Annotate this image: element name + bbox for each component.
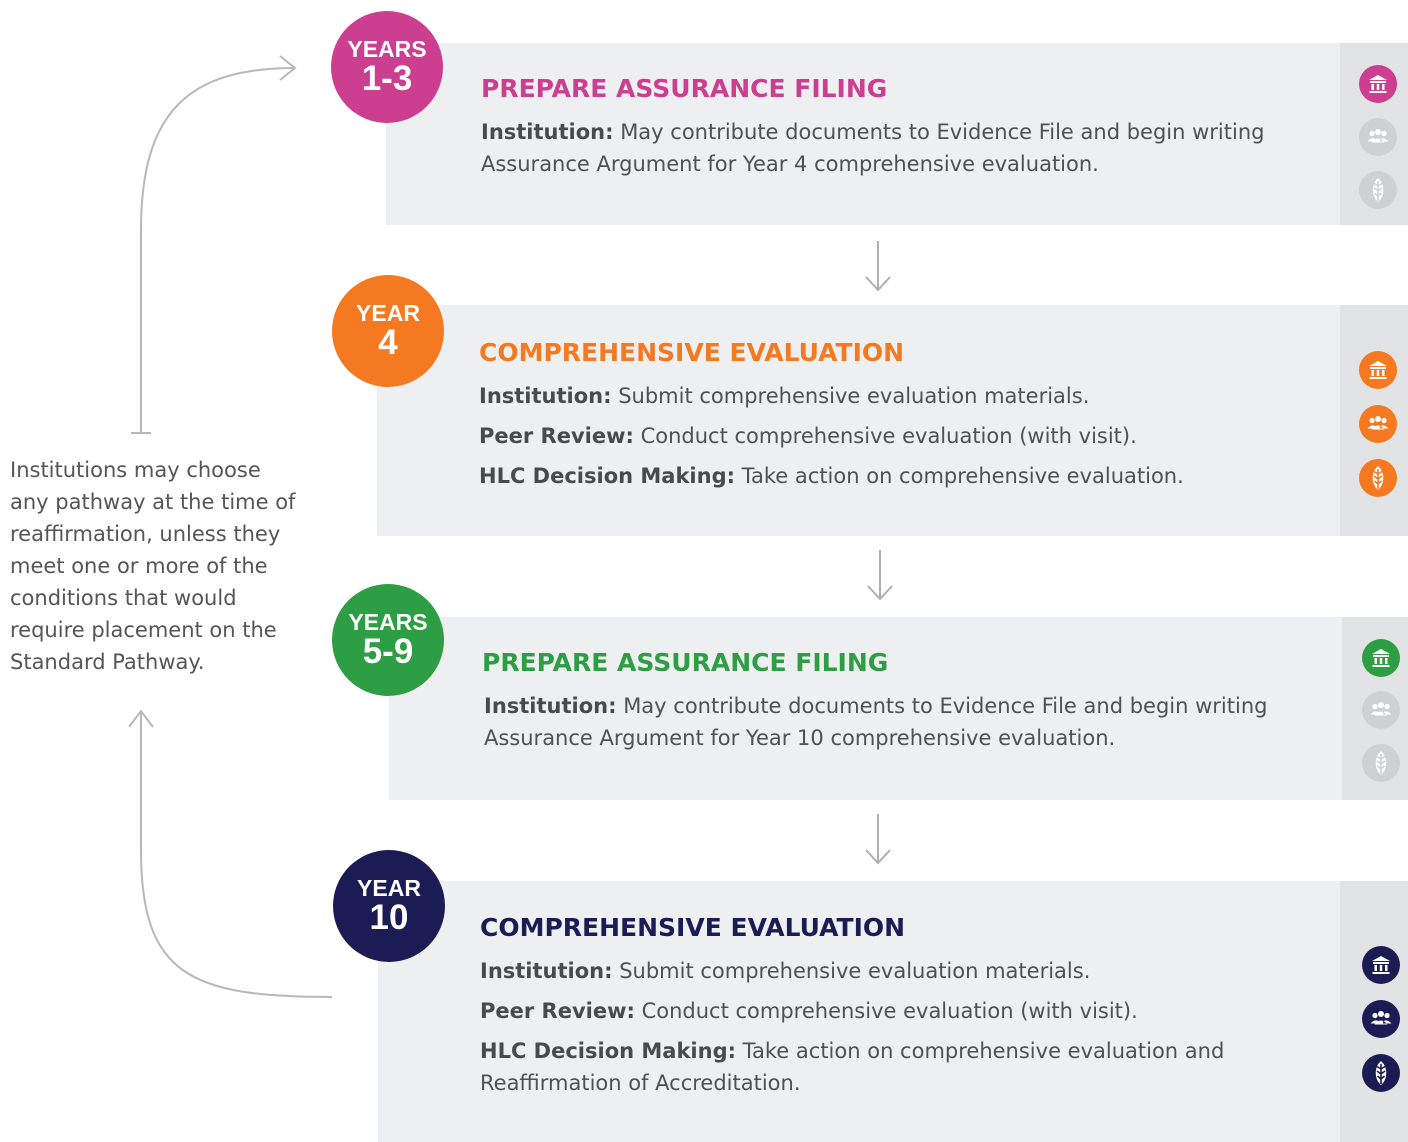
side-note: Institutions may choose any pathway at t… xyxy=(10,458,296,674)
year-badge: YEAR 4 xyxy=(332,275,444,387)
stage-line: Institution: Submit comprehensive evalua… xyxy=(479,380,1289,412)
decision-making-icon xyxy=(1362,744,1400,782)
peer-review-icon xyxy=(1362,691,1400,729)
stage-line: HLC Decision Making: Take action on comp… xyxy=(480,1035,1280,1099)
year-badge-number: 5-9 xyxy=(362,632,414,671)
stage-line: Peer Review: Conduct comprehensive evalu… xyxy=(479,420,1289,452)
line-label: HLC Decision Making: xyxy=(480,1039,736,1063)
year-badge: YEAR 10 xyxy=(333,850,445,962)
stage-title: COMPREHENSIVE EVALUATION xyxy=(480,913,906,942)
line-text: Submit comprehensive evaluation material… xyxy=(612,959,1091,983)
line-text: Submit comprehensive evaluation material… xyxy=(611,384,1090,408)
loop-lower-curve xyxy=(140,713,333,998)
stage-title: PREPARE ASSURANCE FILING xyxy=(481,74,888,103)
year-badge: YEARS 5-9 xyxy=(332,584,444,696)
institution-icon xyxy=(1359,351,1397,389)
line-text: Take action on comprehensive evaluation … xyxy=(480,1039,1225,1095)
line-text: Take action on comprehensive evaluation. xyxy=(735,464,1184,488)
stage-line: Institution: Submit comprehensive evalua… xyxy=(480,955,1280,987)
stage-title: PREPARE ASSURANCE FILING xyxy=(482,648,889,677)
line-text: May contribute documents to Evidence Fil… xyxy=(484,694,1268,750)
line-label: Institution: xyxy=(479,384,612,408)
year-badge-label: YEAR xyxy=(357,875,421,901)
year-badge-number: 4 xyxy=(378,323,398,362)
stage-panel-year-10 xyxy=(378,881,1340,1142)
stage-description: Institution: Submit comprehensive evalua… xyxy=(480,955,1280,1107)
line-label: Institution: xyxy=(481,120,614,144)
line-label: Peer Review: xyxy=(479,424,634,448)
line-label: Institution: xyxy=(484,694,617,718)
line-text: Conduct comprehensive evaluation (with v… xyxy=(634,999,1138,1023)
loop-upper-curve xyxy=(140,67,296,433)
line-label: HLC Decision Making: xyxy=(479,464,735,488)
stage-panel-years-5-9 xyxy=(389,617,1342,800)
stage-line: HLC Decision Making: Take action on comp… xyxy=(479,460,1289,492)
decision-making-icon xyxy=(1359,459,1397,497)
line-label: Peer Review: xyxy=(480,999,635,1023)
year-badge-number: 10 xyxy=(369,898,409,937)
line-text: May contribute documents to Evidence Fil… xyxy=(481,120,1265,176)
institution-icon xyxy=(1359,65,1397,103)
stage-panel-year-4 xyxy=(377,305,1340,536)
line-text: Conduct comprehensive evaluation (with v… xyxy=(633,424,1137,448)
stage-line: Peer Review: Conduct comprehensive evalu… xyxy=(480,995,1280,1027)
stage-description: Institution: Submit comprehensive evalua… xyxy=(479,380,1289,500)
loop-lower-arrowhead xyxy=(128,709,154,728)
peer-review-icon xyxy=(1362,1000,1400,1038)
loop-upper-arrowhead xyxy=(279,55,297,81)
decision-making-icon xyxy=(1362,1054,1400,1092)
stage-title: COMPREHENSIVE EVALUATION xyxy=(479,338,905,367)
down-arrow xyxy=(865,241,891,292)
down-arrow xyxy=(865,814,891,865)
down-arrow xyxy=(867,550,893,601)
stage-description: Institution: May contribute documents to… xyxy=(484,690,1284,762)
peer-review-icon xyxy=(1359,405,1397,443)
year-badge: YEARS 1-3 xyxy=(331,11,443,123)
decision-making-icon xyxy=(1359,171,1397,209)
year-badge-number: 1-3 xyxy=(361,59,413,98)
institution-icon xyxy=(1362,946,1400,984)
year-badge-label: YEARS xyxy=(347,36,427,62)
year-badge-label: YEAR xyxy=(356,300,420,326)
stage-line: Institution: May contribute documents to… xyxy=(481,116,1271,180)
institution-icon xyxy=(1362,639,1400,677)
stage-panel-years-1-3 xyxy=(386,43,1340,225)
stage-description: Institution: May contribute documents to… xyxy=(481,116,1271,188)
year-badge-label: YEARS xyxy=(348,609,428,635)
peer-review-icon xyxy=(1359,118,1397,156)
line-label: Institution: xyxy=(480,959,613,983)
stage-line: Institution: May contribute documents to… xyxy=(484,690,1284,754)
